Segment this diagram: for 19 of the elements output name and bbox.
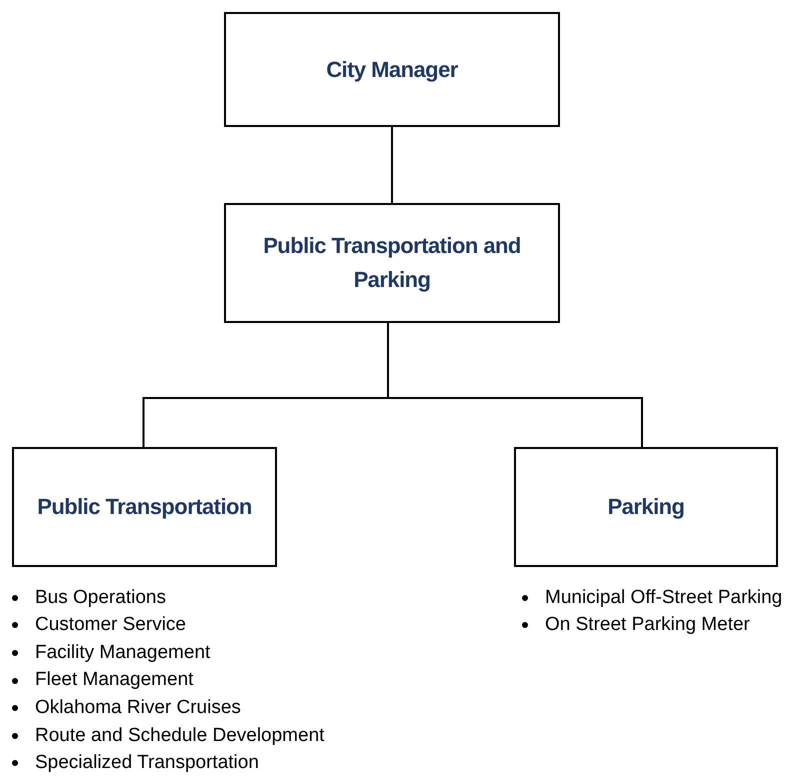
- box-title: Public Transportation and Parking: [262, 232, 522, 294]
- list-item: Facility Management: [35, 640, 210, 665]
- org-box: [224, 203, 560, 323]
- box-title: City Manager: [326, 56, 458, 84]
- list-item: Fleet Management: [35, 668, 194, 692]
- list-item: Customer Service: [35, 613, 186, 638]
- list-item: Route and Schedule Development: [35, 724, 324, 748]
- box-title: Parking: [608, 493, 684, 521]
- list-item: Specialized Transportation: [35, 751, 259, 776]
- org-box: [514, 447, 778, 567]
- list-item: Municipal Off-Street Parking: [545, 586, 782, 610]
- org-box: [12, 447, 277, 567]
- connector-line: [387, 323, 643, 447]
- list-item: Oklahoma River Cruises: [35, 696, 241, 720]
- list-item: On Street Parking Meter: [545, 613, 750, 638]
- connector-line: [391, 127, 393, 203]
- list-item: Bus Operations: [35, 586, 166, 610]
- box-title: Public Transportation: [37, 493, 252, 521]
- org-box: [224, 12, 560, 127]
